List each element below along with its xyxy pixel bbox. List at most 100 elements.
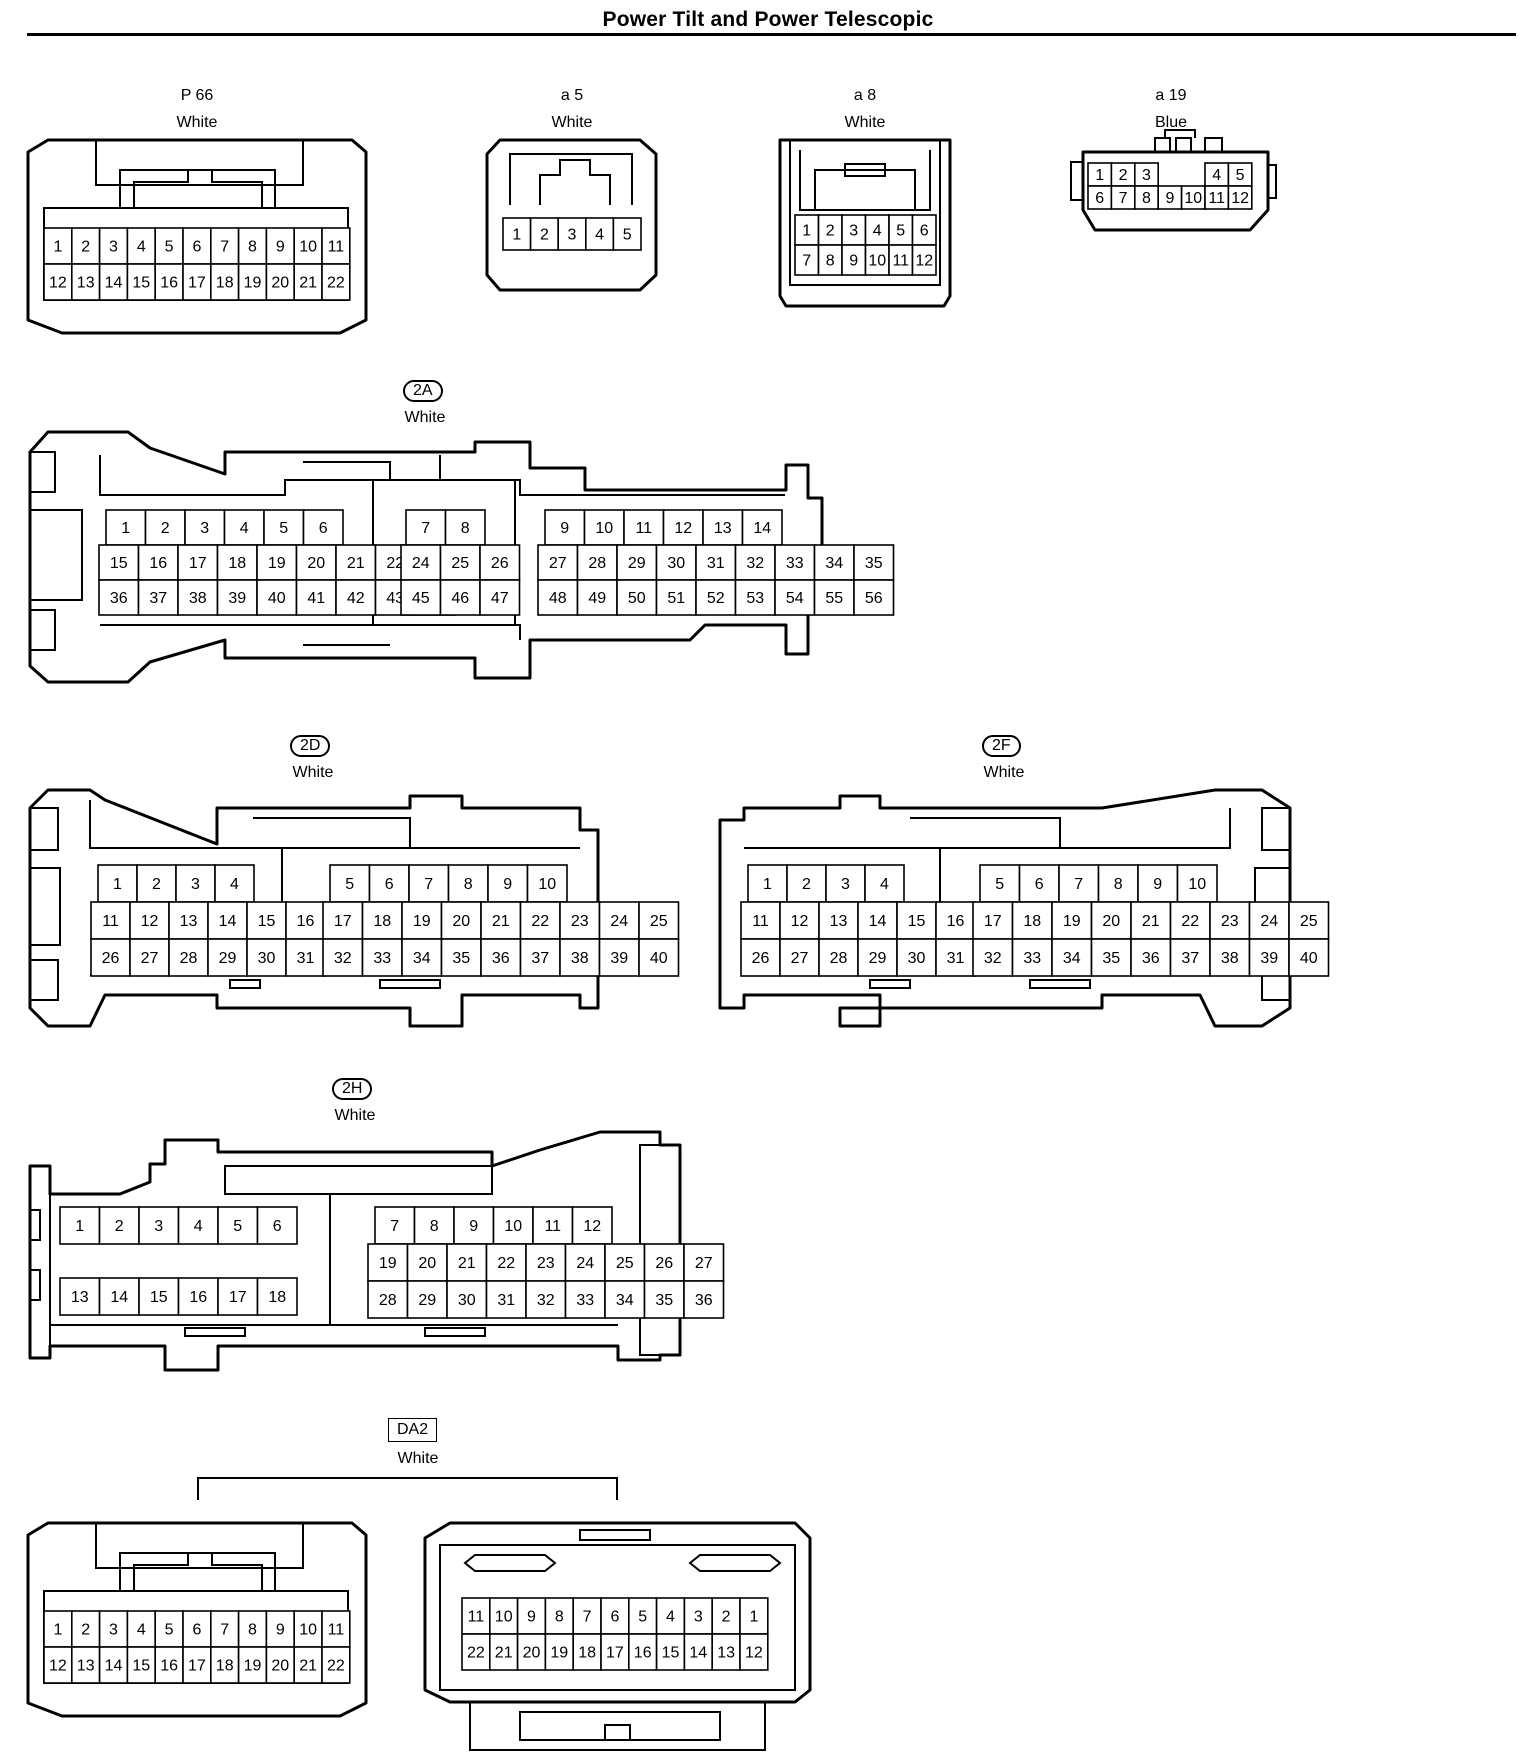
pin-number: 20 (271, 275, 289, 292)
pin-cavity (90, 938, 131, 977)
pin-number: 3 (849, 223, 858, 240)
pin-number: 27 (791, 950, 809, 967)
pin-number: 47 (491, 590, 509, 607)
pin-number: 35 (452, 950, 470, 967)
pin-number: 4 (230, 876, 239, 893)
pin-cavity (519, 901, 561, 940)
pin-number: 33 (576, 1292, 594, 1309)
pin-number: 20 (271, 1658, 289, 1675)
pin-number: 6 (385, 876, 394, 893)
pin-number: 28 (379, 1292, 397, 1309)
pin-number: 1 (802, 223, 811, 240)
pin-number: 48 (549, 590, 567, 607)
pin-number: 31 (947, 950, 965, 967)
pin-cavity (741, 509, 783, 546)
pin-cavity (444, 509, 486, 546)
pin-number: 12 (583, 1218, 601, 1235)
pin-cavity (683, 1280, 725, 1319)
pin-number: 4 (595, 227, 604, 244)
pin-cavity (137, 544, 179, 581)
pin-number: 5 (623, 227, 632, 244)
pin-cavity (246, 938, 287, 977)
pin-cavity (1058, 864, 1100, 903)
pin-cavity (739, 1597, 769, 1635)
pin-number: 21 (495, 1645, 513, 1662)
pin-number: 9 (560, 520, 569, 537)
pin-cavity (237, 263, 268, 301)
pin-number: 36 (695, 1292, 713, 1309)
pin-number: 3 (154, 1218, 163, 1235)
pin-number: 2 (81, 239, 90, 256)
pin-number: 15 (132, 275, 150, 292)
pin-number: 29 (628, 555, 646, 572)
pin-number: 30 (458, 1292, 476, 1309)
pin-cavity (98, 263, 129, 301)
connector-color-a5: White (551, 114, 593, 131)
pin-number: 53 (746, 590, 764, 607)
pin-number: 33 (1023, 950, 1041, 967)
pin-number: 16 (947, 913, 965, 930)
pin-cavity (43, 227, 73, 265)
pin-cavity (321, 1646, 351, 1684)
pin-number: 27 (695, 1255, 713, 1272)
pin-number: 1 (113, 876, 122, 893)
pin-number: 21 (1142, 913, 1160, 930)
pin-number: 4 (873, 223, 882, 240)
pin-number: 8 (248, 1622, 257, 1639)
pin-number: 37 (531, 950, 549, 967)
pin-cavity (321, 227, 351, 265)
pin-number: 10 (495, 1609, 513, 1626)
pin-number: 9 (527, 1609, 536, 1626)
pin-number: 4 (1212, 167, 1221, 184)
pin-cavity (168, 901, 209, 940)
pin-number: 24 (576, 1255, 594, 1272)
pin-number: 8 (430, 1218, 439, 1235)
pin-number: 8 (248, 239, 257, 256)
pin-number: 40 (650, 950, 668, 967)
pin-cavity (655, 579, 697, 616)
pin-number: 40 (1300, 950, 1318, 967)
pin-number: 5 (995, 876, 1004, 893)
pin-cavity (1011, 938, 1053, 977)
pin-number: 8 (464, 876, 473, 893)
pin-number: 18 (268, 1289, 286, 1306)
pin-number: 10 (299, 1622, 317, 1639)
pin-number: 21 (299, 275, 317, 292)
pin-number: 2 (1119, 167, 1128, 184)
pin-number: 30 (258, 950, 276, 967)
pin-number: 17 (984, 913, 1002, 930)
pin-number: 3 (694, 1609, 703, 1626)
connector-housing-2d (28, 788, 600, 1028)
pin-number: 3 (568, 227, 577, 244)
pin-number: 19 (244, 275, 262, 292)
pin-cavity (126, 1610, 157, 1648)
pin-number: 12 (1231, 190, 1249, 207)
pin-cavity (256, 1277, 298, 1316)
pin-cavity (335, 544, 377, 581)
pin-cavity (655, 1597, 686, 1635)
pin-number: 14 (689, 1645, 707, 1662)
pin-cavity (1288, 901, 1330, 940)
pin-cavity (662, 509, 704, 546)
pin-number: 19 (413, 913, 431, 930)
pin-number: 36 (1142, 950, 1160, 967)
pin-number: 6 (319, 520, 328, 537)
pin-cavity (488, 1633, 519, 1671)
pin-number: 52 (707, 590, 725, 607)
pin-cavity (440, 938, 482, 977)
connector-housing-da2-right (423, 1521, 812, 1751)
connector-housing-2h (28, 1130, 682, 1372)
pin-number: 17 (188, 1658, 206, 1675)
page-title: Power Tilt and Power Telescopic (602, 8, 934, 31)
pin-number: 19 (268, 555, 286, 572)
pin-number: 9 (849, 253, 858, 270)
pin-number: 35 (865, 555, 883, 572)
pin-number: 1 (53, 239, 62, 256)
pin-number: 16 (149, 555, 167, 572)
connector-id-2f: 2F (982, 735, 1021, 757)
pin-cavity (683, 1633, 714, 1671)
pin-cavity (638, 938, 680, 977)
